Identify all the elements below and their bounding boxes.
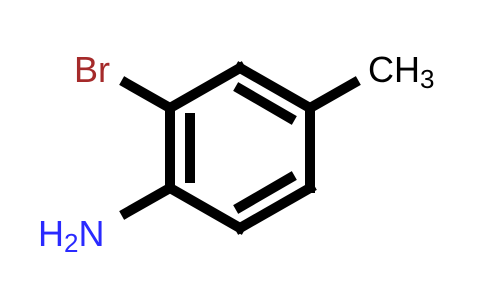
bonds <box>119 61 361 235</box>
ring-double-bond-inner-2 <box>233 171 297 214</box>
bromine-label: Br <box>74 49 110 90</box>
methyl-label: CH3 <box>368 49 434 94</box>
amine-label-n: N <box>78 213 104 254</box>
methyl-label-main: CH <box>368 49 420 90</box>
bond-to-amine <box>119 181 177 220</box>
ring-bond-1-2 <box>163 61 247 115</box>
ring-bond-2-3 <box>233 61 317 115</box>
bond-to-methyl <box>303 76 361 115</box>
methyl-label-subscript: 3 <box>420 64 434 94</box>
ring-bond-5-6 <box>163 181 247 235</box>
amine-label-subscript: 2 <box>64 228 78 258</box>
bond-to-bromine <box>119 76 177 115</box>
ring-bond-4-5 <box>233 181 317 235</box>
ring-double-bond-inner-1 <box>233 82 297 125</box>
amine-label-h: H <box>38 213 64 254</box>
amine-label: H2N <box>38 213 104 258</box>
